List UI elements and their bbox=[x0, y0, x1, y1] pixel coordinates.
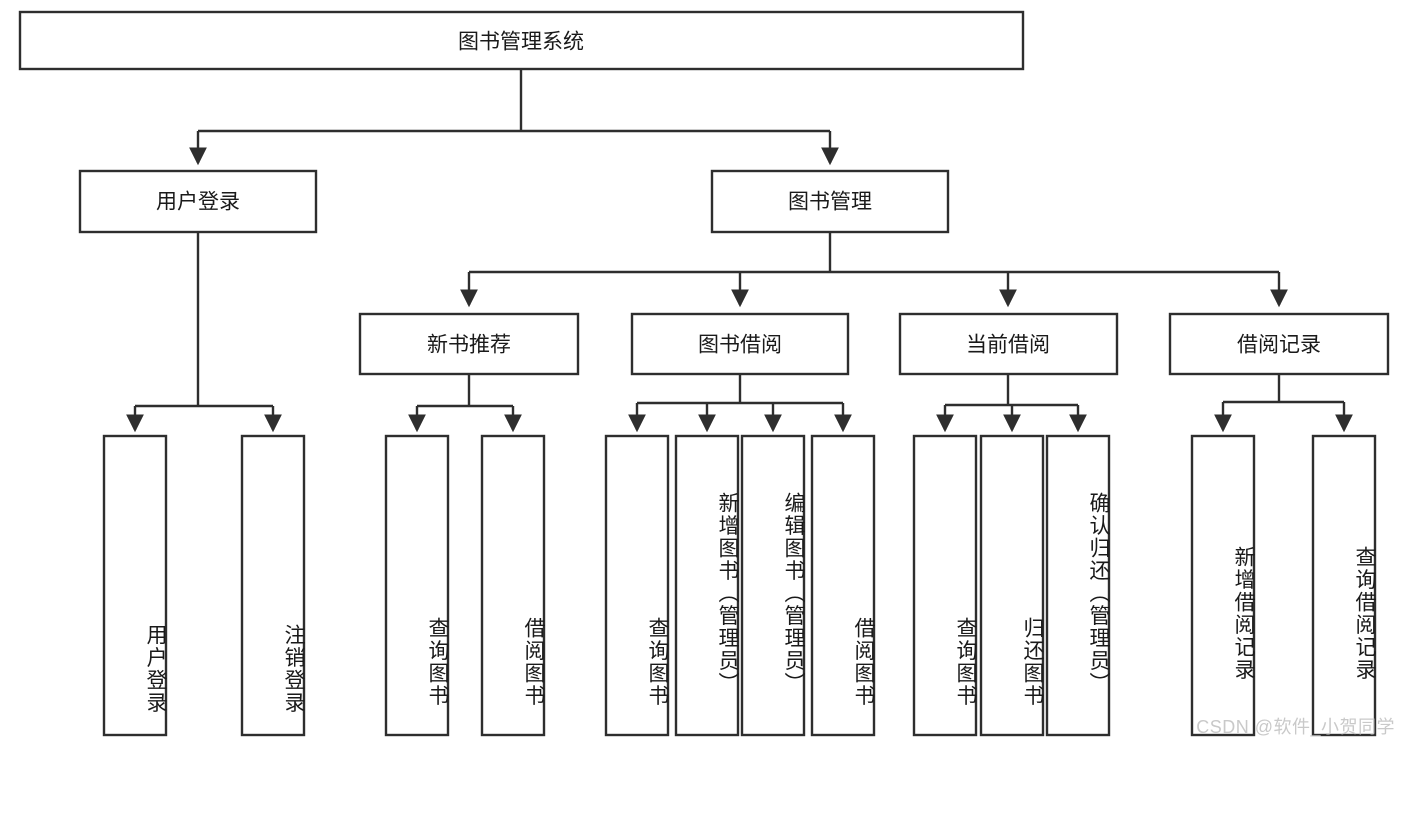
node-new-book-recommend[interactable] bbox=[358, 312, 580, 376]
node-leaf-query-book-3[interactable] bbox=[912, 434, 978, 737]
node-leaf-borrow-book-1[interactable] bbox=[480, 434, 546, 737]
node-leaf-add-book[interactable] bbox=[674, 434, 740, 737]
node-leaf-confirm-return[interactable] bbox=[1045, 434, 1111, 737]
node-book-manage[interactable] bbox=[710, 169, 950, 234]
node-leaf-user-login[interactable] bbox=[102, 434, 168, 737]
node-current-borrow[interactable] bbox=[898, 312, 1119, 376]
node-leaf-query-book-2[interactable] bbox=[604, 434, 670, 737]
level2-label-book-manage: 图书管理 bbox=[788, 191, 872, 214]
node-root-system[interactable] bbox=[18, 10, 1025, 71]
watermark-text: CSDN @软件_小贺同学 bbox=[1196, 717, 1395, 737]
level2-label-user-login: 用户登录 bbox=[156, 191, 240, 214]
diagram-canvas: 图书管理系统 用户登录 图书管理 新书推荐 图书借阅 当前借阅 借阅记录 用户登… bbox=[18, 10, 1395, 737]
node-leaf-borrow-book-2[interactable] bbox=[810, 434, 876, 737]
level3-label-new-book-recommend: 新书推荐 bbox=[427, 334, 511, 357]
node-book-borrow[interactable] bbox=[630, 312, 850, 376]
level3-label-current-borrow: 当前借阅 bbox=[966, 334, 1050, 357]
node-leaf-edit-book[interactable] bbox=[740, 434, 806, 737]
level3-label-borrow-record: 借阅记录 bbox=[1237, 334, 1321, 357]
node-leaf-logout-login[interactable] bbox=[240, 434, 306, 737]
node-borrow-record[interactable] bbox=[1168, 312, 1390, 376]
node-leaf-query-record[interactable] bbox=[1311, 434, 1377, 737]
node-leaf-add-record[interactable] bbox=[1190, 434, 1256, 737]
root-node-label: 图书管理系统 bbox=[458, 31, 584, 54]
node-leaf-return-book[interactable] bbox=[979, 434, 1045, 737]
node-leaf-query-book-1[interactable] bbox=[384, 434, 450, 737]
hierarchy-diagram: 图书管理系统 用户登录 图书管理 新书推荐 图书借阅 当前借阅 借阅记录 bbox=[18, 10, 1390, 737]
level3-label-book-borrow: 图书借阅 bbox=[698, 334, 782, 357]
